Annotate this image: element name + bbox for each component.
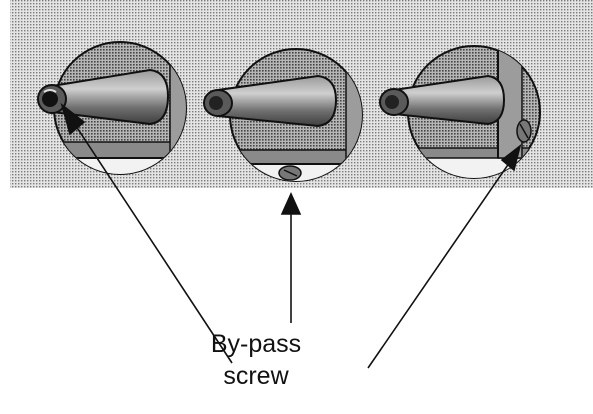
label-line-1: By-pass [210,330,302,358]
leader-line-right [367,155,515,369]
callout-leaders [60,102,522,369]
leader-line-left [71,119,233,364]
arrowhead-right [500,143,522,172]
arrowhead-left [60,102,86,136]
bypass-screw-label: By-pass screw [186,328,326,392]
arrowhead-center [280,192,302,215]
detail-view-3 [379,45,541,179]
label-line-2: screw [223,362,289,390]
